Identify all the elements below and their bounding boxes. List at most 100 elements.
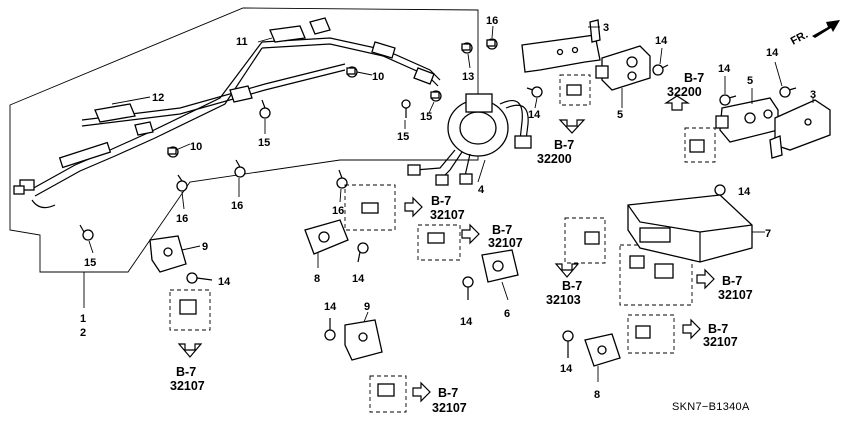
bolt-icon [526, 86, 543, 98]
down-arrow-icon [558, 119, 586, 134]
reference-label: B-7 32103 [546, 279, 582, 307]
bolt-icon [462, 276, 474, 300]
svg-text:32107: 32107 [430, 208, 465, 222]
front-direction-indicator: FR. [789, 20, 840, 48]
svg-text:B-7: B-7 [431, 194, 451, 208]
callout-14: 14 [352, 273, 365, 285]
callout-14: 14 [528, 109, 541, 121]
up-arrow-icon [663, 95, 691, 111]
side-sensor-upper [595, 45, 651, 108]
bolt-icon [176, 174, 188, 192]
callout-9: 9 [202, 241, 208, 253]
reference-label: B-7 32200 [537, 138, 574, 166]
right-arrow-icon [461, 223, 480, 245]
bolt-icon [401, 99, 411, 118]
callout-14: 14 [738, 186, 751, 198]
svg-text:B-7: B-7 [684, 71, 704, 85]
callout-10: 10 [190, 141, 202, 153]
svg-text:32200: 32200 [537, 152, 572, 166]
callout-16: 16 [231, 200, 243, 212]
bolt-icon [719, 94, 737, 106]
callout-10: 10 [372, 71, 384, 83]
bracket-upper [521, 19, 601, 73]
reference-arrows [177, 95, 715, 403]
reference-label: B-7 32107 [432, 386, 467, 415]
callout-3: 3 [810, 89, 816, 101]
callout-16: 16 [332, 205, 344, 217]
svg-text:B-7: B-7 [176, 365, 196, 379]
svg-text:B-7: B-7 [722, 274, 742, 288]
cable-reel [407, 93, 532, 186]
bolt-icon [779, 86, 797, 98]
leader-lines [88, 25, 494, 254]
callout-15: 15 [258, 137, 270, 149]
callout-8: 8 [594, 389, 600, 401]
callout-3: 3 [603, 22, 609, 34]
callout-16: 16 [486, 15, 498, 27]
svg-text:32107: 32107 [170, 379, 205, 393]
bolt-icon [357, 242, 369, 263]
bolt-icon [652, 64, 669, 76]
callout-16: 16 [176, 213, 188, 225]
callout-15: 15 [84, 257, 96, 269]
svg-text:32107: 32107 [432, 401, 467, 415]
svg-text:B-7: B-7 [492, 223, 512, 237]
diagram-code: SKN7−B1340A [672, 401, 750, 413]
callout-numbers: 1 2 3 3 4 5 5 6 7 8 8 9 9 10 10 11 12 13… [80, 15, 816, 401]
svg-text:32200: 32200 [667, 85, 702, 99]
svg-text:32107: 32107 [718, 288, 753, 302]
harness-bolts [79, 38, 498, 241]
bolt-icon [562, 330, 574, 358]
bolt-icon [259, 99, 271, 119]
bolt-icon [336, 169, 348, 189]
callout-14: 14 [460, 316, 473, 328]
callout-14: 14 [655, 35, 668, 47]
impact-sensor-center [324, 311, 383, 361]
callout-5: 5 [617, 109, 623, 121]
callout-2: 2 [80, 327, 86, 339]
callout-4: 4 [478, 184, 485, 196]
callout-12: 12 [152, 92, 164, 104]
bolt-icon [234, 159, 246, 178]
right-arrow-icon [404, 196, 423, 218]
bolt-icon [167, 146, 179, 158]
callout-13: 13 [462, 71, 474, 83]
down-arrow-icon [554, 263, 580, 278]
bolt-icon [486, 38, 498, 50]
svg-text:B-7: B-7 [554, 138, 574, 152]
connector-detail-boxes [169, 74, 716, 413]
callout-14: 14 [218, 276, 231, 288]
reference-label: B-7 32107 [170, 365, 205, 393]
bolt-icon [79, 224, 94, 241]
right-arrow-icon [696, 268, 715, 290]
callout-11: 11 [236, 36, 248, 48]
svg-text:B-7: B-7 [438, 386, 458, 400]
callout-6: 6 [504, 308, 510, 320]
reference-label: B-7 32107 [718, 274, 753, 302]
bolt-icon [324, 318, 336, 341]
sensor-8-upper [304, 219, 369, 268]
callout-15: 15 [420, 111, 432, 123]
srs-control-unit [627, 194, 765, 263]
svg-text:32107: 32107 [488, 236, 523, 250]
down-arrow-icon [177, 343, 203, 358]
front-arrow-icon [812, 20, 840, 38]
svg-text:B-7: B-7 [562, 279, 582, 293]
curtain-harness [13, 17, 441, 209]
sensor-bolts [526, 47, 797, 202]
right-arrow-icon [412, 381, 431, 403]
callout-14: 14 [560, 363, 573, 375]
reference-labels: B-7 32200 B-7 32200 B-7 32107 B-7 32107 … [170, 71, 753, 415]
reference-label: B-7 32107 [430, 194, 465, 222]
reference-label: B-7 32107 [488, 223, 523, 250]
sensor-6 [462, 249, 519, 301]
bracket-lower [769, 98, 831, 159]
bolt-icon [461, 42, 473, 54]
callout-8: 8 [314, 273, 320, 285]
right-arrow-icon [682, 318, 701, 340]
callout-14: 14 [766, 47, 779, 59]
svg-text:B-7: B-7 [708, 322, 728, 336]
impact-sensor-left [149, 235, 213, 284]
